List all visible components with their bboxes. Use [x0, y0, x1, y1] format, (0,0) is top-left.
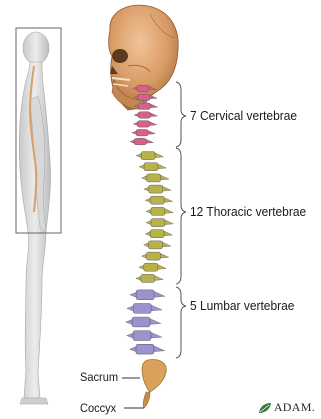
- thoracic-transverse-process: [142, 176, 147, 180]
- thoracic-spinous-process: [155, 153, 163, 158]
- body-figure: [19, 32, 50, 404]
- cervical-vertebra: [138, 121, 150, 127]
- lumbar-spinous-process: [154, 346, 165, 352]
- cervical-vertebra: [138, 103, 150, 109]
- thoracic-transverse-process: [136, 276, 141, 280]
- thoracic-vertebra: [141, 152, 155, 160]
- cervical-spinous-process: [150, 113, 157, 117]
- cervical-vertebra: [134, 138, 146, 144]
- thoracic-transverse-process: [136, 154, 141, 158]
- thoracic-vertebra: [150, 196, 164, 204]
- lumbar-vertebra: [133, 331, 151, 341]
- coccyx-label: Coccyx: [80, 402, 116, 414]
- thoracic-spinous-process: [158, 164, 166, 169]
- cervical-vertebra: [138, 94, 150, 100]
- lumbar-vertebra: [136, 344, 154, 354]
- thoracic-spinous-process: [165, 220, 173, 225]
- thoracic-label: 12 Thoracic vertebrae: [190, 205, 306, 218]
- thoracic-vertebra: [150, 230, 164, 238]
- thoracic-vertebra: [146, 252, 160, 260]
- thoracic-transverse-process: [139, 165, 144, 169]
- cervical-label: 7 Cervical vertebrae: [190, 109, 297, 122]
- thoracic-vertebra: [141, 274, 155, 282]
- cervical-spinous-process: [146, 139, 153, 143]
- leaf-icon: [258, 402, 272, 414]
- cervical-transverse-process: [134, 113, 138, 116]
- lumbar-vertebra: [132, 317, 150, 327]
- thoracic-bracket: [176, 148, 186, 284]
- thoracic-transverse-process: [144, 243, 149, 247]
- lumbar-transverse-process: [127, 333, 133, 338]
- thoracic-spinous-process: [158, 265, 166, 270]
- thoracic-transverse-process: [142, 254, 147, 258]
- cervical-bracket: [176, 82, 186, 147]
- lumbar-spinous-process: [151, 305, 162, 311]
- cervical-spinous-process: [150, 104, 157, 108]
- thoracic-transverse-process: [144, 187, 149, 191]
- thoracic-spinous-process: [163, 242, 171, 247]
- thoracic-spinous-process: [165, 209, 173, 214]
- thoracic-spinous-process: [163, 186, 171, 191]
- lumbar-transverse-process: [126, 320, 132, 325]
- thoracic-vertebra: [149, 241, 163, 249]
- lumbar-transverse-process: [130, 347, 136, 352]
- lumbar-spinous-process: [154, 292, 165, 298]
- cervical-spinous-process: [150, 95, 157, 99]
- cervical-vertebra: [138, 112, 150, 118]
- logo-text: ADAM.: [274, 400, 315, 415]
- lumbar-transverse-process: [130, 292, 136, 297]
- thoracic-spinous-process: [161, 175, 169, 180]
- lumbar-label: 5 Lumbar vertebrae: [190, 299, 294, 312]
- cervical-spinous-process: [150, 122, 157, 126]
- thoracic-vertebra: [151, 219, 165, 227]
- thoracic-transverse-process: [146, 209, 151, 213]
- lumbar-spinous-process: [151, 332, 162, 338]
- thoracic-vertebra: [147, 174, 161, 182]
- lumbar-vertebra: [136, 290, 154, 300]
- lumbar-bracket: [176, 287, 186, 358]
- sacrum-bone: [142, 360, 166, 393]
- thoracic-transverse-process: [139, 265, 144, 269]
- lumbar-transverse-process: [127, 306, 133, 311]
- cervical-transverse-process: [130, 140, 134, 143]
- thoracic-vertebra: [144, 263, 158, 271]
- thoracic-spinous-process: [160, 253, 168, 258]
- cervical-transverse-process: [133, 122, 137, 125]
- thoracic-transverse-process: [146, 221, 151, 225]
- cervical-spinous-process: [148, 131, 155, 135]
- sacrum-label: Sacrum: [80, 371, 118, 383]
- thoracic-vertebra: [151, 207, 165, 215]
- lumbar-spinous-process: [150, 319, 161, 325]
- thoracic-transverse-process: [145, 198, 150, 202]
- vertebral-column: [126, 85, 174, 354]
- thoracic-transverse-process: [145, 232, 150, 236]
- thoracic-spinous-process: [155, 276, 163, 281]
- thoracic-vertebra: [149, 185, 163, 193]
- thoracic-spinous-process: [164, 231, 172, 236]
- coccyx-bone: [143, 392, 150, 408]
- region-brackets: [176, 82, 186, 358]
- thoracic-spinous-process: [164, 198, 172, 203]
- thoracic-vertebra: [144, 163, 158, 171]
- cervical-vertebra: [136, 130, 148, 136]
- cervical-transverse-process: [132, 131, 136, 134]
- lumbar-vertebra: [133, 304, 151, 314]
- adam-logo: ADAM.: [258, 400, 315, 415]
- cervical-vertebra: [137, 85, 149, 91]
